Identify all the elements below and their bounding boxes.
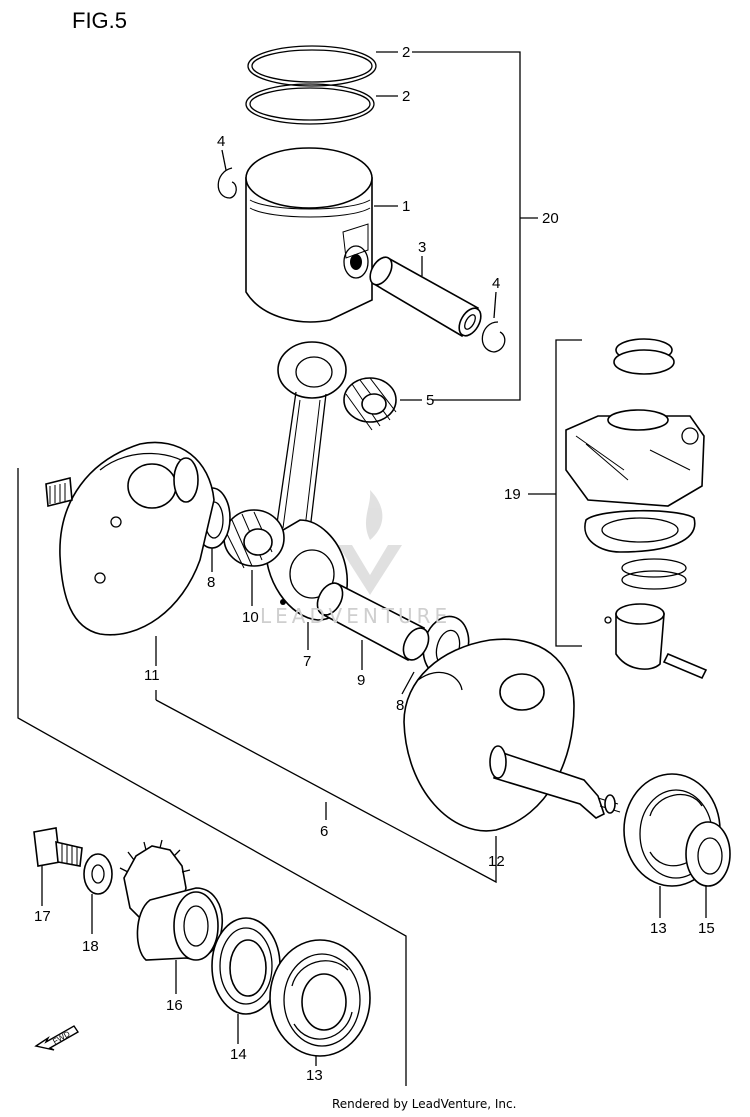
callout-crank-pin: 9: [357, 672, 365, 689]
callout-connecting-rod: 7: [303, 653, 311, 670]
crank-half-right[interactable]: [403, 638, 621, 832]
piston-pin[interactable]: [366, 254, 486, 340]
connecting-rod[interactable]: [264, 341, 349, 621]
callout-bolt: 17: [34, 908, 51, 925]
oil-seal-right[interactable]: [685, 821, 731, 887]
forward-direction-icon: FWD: [34, 1025, 79, 1051]
callout-piston-ring-second: 2: [402, 88, 410, 105]
piston-circlip-right[interactable]: [481, 321, 506, 353]
oil-seal[interactable]: [211, 917, 281, 1015]
washer[interactable]: [83, 853, 113, 895]
piston[interactable]: [245, 147, 373, 323]
callout-thrust-washer-left: 8: [207, 574, 215, 591]
callout-crank-half-left: 11: [144, 667, 160, 684]
callout-bearing-left: 13: [306, 1067, 323, 1084]
callout-washer: 18: [82, 938, 99, 955]
small-end-bearing[interactable]: [343, 377, 397, 431]
watermark-text: LEADVENTURE: [260, 604, 452, 628]
callout-crank-half-right: 12: [488, 853, 505, 870]
crank-half-left[interactable]: [45, 441, 215, 636]
callout-piston-circlip-right: 4: [492, 275, 500, 292]
callout-crankshaft-assembly: 6: [320, 823, 328, 840]
bearing-left[interactable]: [269, 939, 371, 1057]
callout-piston-circlip-left: 4: [217, 133, 225, 150]
piston-ring-second[interactable]: [245, 83, 375, 125]
callout-bearing-right: 13: [650, 920, 667, 937]
callout-big-end-bearing: 10: [242, 609, 259, 626]
gear[interactable]: [119, 839, 223, 961]
callout-piston-pin: 3: [418, 239, 426, 256]
callout-labels: 2 2 4 1 20 3 4 5 19 8 10 7 11 9 8 6 12 1…: [34, 44, 715, 1084]
callout-cylinder-kit: 19: [504, 486, 521, 503]
callout-piston: 1: [402, 198, 410, 215]
figure-title: FIG.5: [72, 8, 128, 33]
watermark-logo: [338, 490, 402, 595]
callout-small-end-bearing: 5: [426, 392, 434, 409]
callout-thrust-washer-right: 8: [396, 697, 404, 714]
credit-text: Rendered by LeadVenture, Inc.: [332, 1097, 517, 1111]
callout-piston-set: 20: [542, 210, 559, 227]
crank-pin[interactable]: [312, 579, 433, 664]
cylinder-kit[interactable]: [565, 338, 708, 680]
bolt[interactable]: [33, 827, 83, 867]
callout-oil-seal-right: 15: [698, 920, 715, 937]
callout-oil-seal: 14: [230, 1046, 247, 1063]
piston-circlip-left[interactable]: [217, 167, 237, 199]
callout-gear: 16: [166, 997, 183, 1014]
callout-piston-ring-top: 2: [402, 44, 410, 61]
leader-lines: [17, 51, 707, 1086]
piston-ring-top[interactable]: [247, 45, 377, 87]
